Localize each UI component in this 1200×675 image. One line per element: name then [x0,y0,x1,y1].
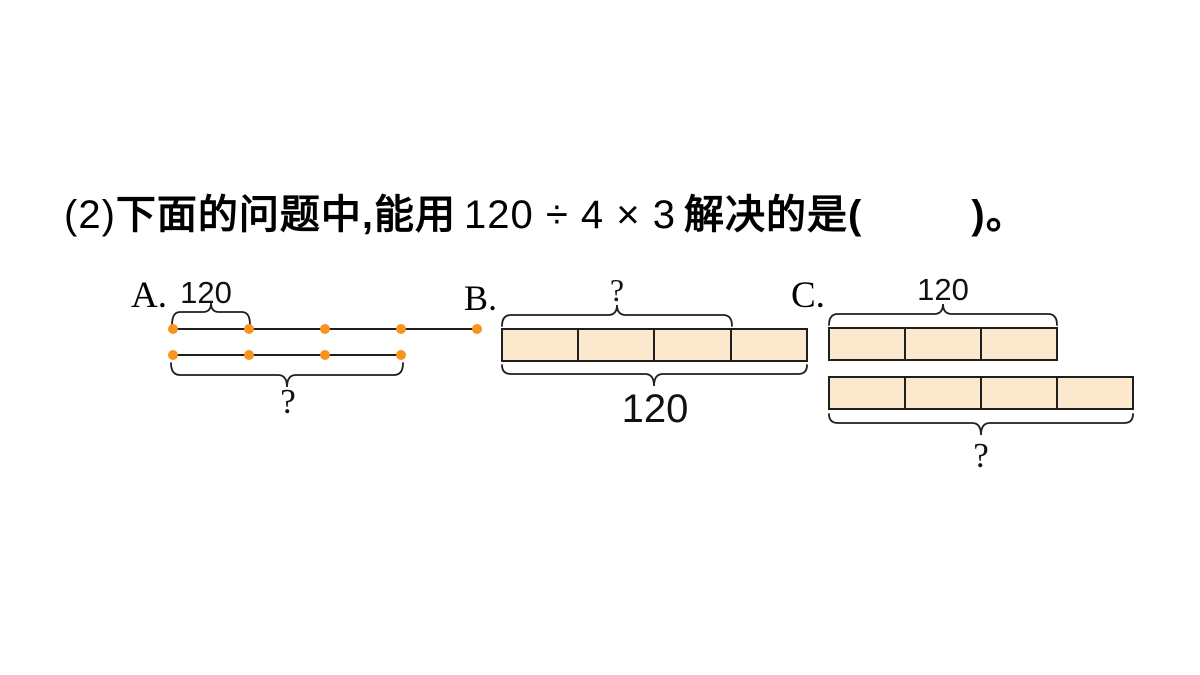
c-bottom-brace [828,413,1134,436]
option-a-label: A. [131,275,167,316]
question-number: (2) [64,193,116,237]
question-stem-after: 解决的是( [684,193,863,237]
a-bottom-brace [170,362,404,388]
c-top-brace [828,303,1058,326]
option-c-top-brace-value: 120 [917,272,969,307]
a-bottom-dot [396,350,406,360]
option-c-bottom-brace-value: ? [973,436,989,475]
option-b-bottom-brace-value: 120 [621,387,689,431]
question-end: )。 [971,193,1027,237]
option-c-diagram [828,303,1134,436]
a-top-dot [472,324,482,334]
a-top-dot [320,324,330,334]
a-top-dot [396,324,406,334]
question-stem-before: 下面的问题中,能用 [115,193,457,237]
b-bottom-brace [501,364,808,387]
a-bottom-dot [320,350,330,360]
option-a-top-brace-value: 120 [180,275,232,310]
option-c-label: C. [791,275,825,316]
a-top-dot [168,324,178,334]
c-top-bar [828,327,1058,361]
option-b-label: B. [464,278,498,318]
option-a-diagram [168,302,482,388]
option-a-bottom-brace-value: ? [280,382,296,421]
a-top-brace [171,302,251,326]
a-bottom-dot [244,350,254,360]
b-top-brace [501,304,733,327]
option-b-diagram [501,304,808,387]
a-top-dot [244,324,254,334]
option-b-top-brace-value: ? [609,272,625,308]
question-expression: 120 ÷ 4 × 3 [464,193,677,237]
a-bottom-dot [168,350,178,360]
